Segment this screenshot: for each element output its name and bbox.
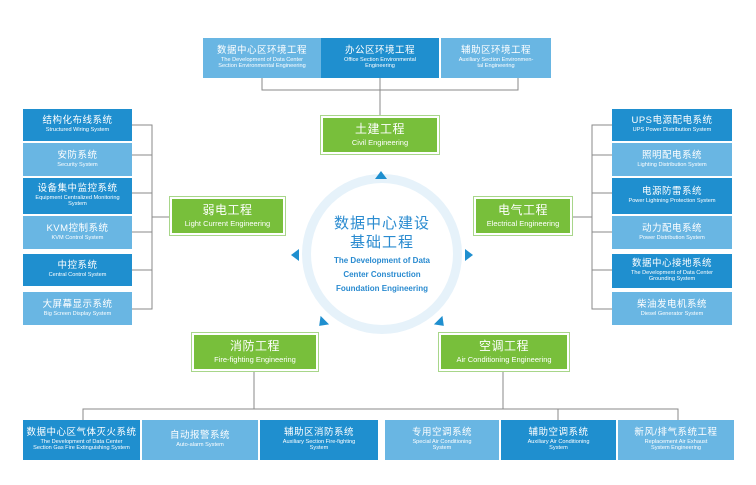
category-fire-en: Fire-fighting Engineering xyxy=(214,354,296,364)
item-en: Power Distribution System xyxy=(639,234,705,241)
item-zh: 中控系统 xyxy=(57,260,98,272)
category-weak-current: 弱电工程 Light Current Engineering xyxy=(170,197,285,235)
category-civil-zh: 土建工程 xyxy=(354,122,405,137)
item-en: Office Section Environmental xyxy=(343,57,417,64)
item-en: Auto-alarm System xyxy=(176,442,224,449)
item-zh: 电源防雷系统 xyxy=(641,186,702,198)
item-en: The Development of Data Center xyxy=(220,57,304,64)
arrow-up-icon xyxy=(375,171,387,179)
item-en: Special Air Conditioning xyxy=(412,439,472,446)
electrical-item-grounding: 数据中心接地系统 The Development of Data Center … xyxy=(612,254,732,288)
arrow-left-icon xyxy=(291,249,299,261)
civil-item-auxiliary-env: 辅助区环境工程 Auxiliary Section Environmen- ta… xyxy=(441,38,551,78)
item-zh: 结构化布线系统 xyxy=(42,115,113,127)
item-en: Section Gas Fire Extinguishing System xyxy=(33,444,130,451)
center-title-en-2: Center Construction xyxy=(343,269,421,279)
item-en: Central Control System xyxy=(48,272,107,279)
item-zh: 柴油发电机系统 xyxy=(636,298,707,310)
electrical-item-diesel-generator: 柴油发电机系统 Diesel Generator System xyxy=(612,292,732,325)
item-en: KVM Control System xyxy=(51,234,104,241)
arrow-right-icon xyxy=(465,249,473,261)
item-zh: 办公区环境工程 xyxy=(344,45,415,57)
item-zh: 照明配电系统 xyxy=(641,149,702,161)
category-fire-zh: 消防工程 xyxy=(229,339,280,354)
item-zh: 专用空调系统 xyxy=(411,427,472,439)
ac-item-auxiliary: 辅助空调系统 Auxiliary Air Conditioning System xyxy=(501,420,616,460)
center-title-en-3: Foundation Engineering xyxy=(336,283,428,293)
civil-item-office-env: 办公区环境工程 Office Section Environmental Eng… xyxy=(321,38,439,78)
ac-item-replacement-air: 新风/排气系统工程 Replacement Air Exhaust System… xyxy=(618,420,734,460)
category-weak-en: Light Current Engineering xyxy=(184,218,271,228)
item-zh: 自动报警系统 xyxy=(169,430,230,442)
item-zh: 辅助区环境工程 xyxy=(460,45,531,57)
item-en: Security System xyxy=(57,161,98,168)
item-en: Replacement Air Exhaust xyxy=(644,439,708,446)
category-ac-en: Air Conditioning Engineering xyxy=(456,354,552,364)
weak-item-big-screen: 大屏幕显示系统 Big Screen Display System xyxy=(23,292,132,325)
category-ac-zh: 空调工程 xyxy=(478,339,529,354)
electrical-item-lightning-protection: 电源防雷系统 Power Lightning Protection System xyxy=(612,178,732,214)
item-en: The Development of Data Center xyxy=(630,270,714,277)
item-en: Power Lightning Protection System xyxy=(628,198,716,205)
item-zh: 辅助区消防系统 xyxy=(283,427,354,439)
item-en: Auxiliary Section Fire-fighting xyxy=(282,439,356,446)
item-en: Lighting Distribution System xyxy=(637,161,707,168)
category-fire: 消防工程 Fire-fighting Engineering xyxy=(192,333,318,371)
item-zh: 辅助空调系统 xyxy=(528,427,589,439)
item-zh: 数据中心接地系统 xyxy=(631,258,712,270)
center-title-zh-1: 数据中心建设 xyxy=(333,214,430,232)
item-zh: 数据中心区气体灭火系统 xyxy=(26,427,137,439)
electrical-item-power-distribution: 动力配电系统 Power Distribution System xyxy=(612,216,732,249)
category-electrical: 电气工程 Electrical Engineering xyxy=(474,197,572,235)
ac-item-special: 专用空调系统 Special Air Conditioning System xyxy=(385,420,499,460)
item-zh: 数据中心区环境工程 xyxy=(216,45,307,57)
item-en: System xyxy=(68,200,87,207)
item-zh: 新风/排气系统工程 xyxy=(634,427,718,439)
item-en: System xyxy=(549,444,568,451)
category-electrical-en: Electrical Engineering xyxy=(486,218,560,228)
item-en: Big Screen Display System xyxy=(43,310,112,317)
item-en: Auxiliary Air Conditioning xyxy=(527,439,590,446)
center-node: 数据中心建设 基础工程 The Development of Data Cent… xyxy=(311,183,453,325)
category-air-conditioning: 空调工程 Air Conditioning Engineering xyxy=(439,333,569,371)
weak-item-structured-wiring: 结构化布线系统 Structured Wiring System xyxy=(23,109,132,141)
item-en: UPS Power Distribution System xyxy=(632,127,712,134)
civil-item-data-center-env: 数据中心区环境工程 The Development of Data Center… xyxy=(203,38,321,78)
weak-item-kvm: KVM控制系统 KVM Control System xyxy=(23,216,132,249)
item-en: System xyxy=(309,444,329,451)
fire-item-auxiliary-fire: 辅助区消防系统 Auxiliary Section Fire-fighting … xyxy=(260,420,378,460)
center-title-en-1: The Development of Data xyxy=(333,256,430,266)
category-weak-zh: 弱电工程 xyxy=(202,203,253,218)
item-en: Section Environmental Engineering xyxy=(218,62,306,69)
weak-item-security: 安防系统 Security System xyxy=(23,143,132,176)
item-zh: 动力配电系统 xyxy=(641,222,702,234)
item-en: Equipment Centralized Monitoring xyxy=(35,195,120,202)
item-zh: KVM控制系统 xyxy=(46,222,109,234)
category-electrical-zh: 电气工程 xyxy=(497,203,548,218)
item-zh: UPS电源配电系统 xyxy=(631,115,713,127)
item-en: System Engineering xyxy=(650,444,702,451)
center-title-zh-2: 基础工程 xyxy=(349,233,414,251)
electrical-item-lighting: 照明配电系统 Lighting Distribution System xyxy=(612,143,732,176)
item-zh: 设备集中监控系统 xyxy=(37,183,118,195)
weak-item-central-control: 中控系统 Central Control System xyxy=(23,254,132,286)
item-en: Grounding System xyxy=(648,275,696,282)
item-en: System xyxy=(432,444,452,451)
item-en: Engineering xyxy=(365,62,395,69)
item-zh: 安防系统 xyxy=(57,149,98,161)
weak-item-equipment-monitoring: 设备集中监控系统 Equipment Centralized Monitorin… xyxy=(23,178,132,214)
electrical-item-ups: UPS电源配电系统 UPS Power Distribution System xyxy=(612,109,732,141)
fire-item-auto-alarm: 自动报警系统 Auto-alarm System xyxy=(142,420,258,460)
item-en: Diesel Generator System xyxy=(640,310,704,317)
category-civil: 土建工程 Civil Engineering xyxy=(321,116,439,154)
item-en: Auxiliary Section Environmen- xyxy=(458,57,534,64)
item-zh: 大屏幕显示系统 xyxy=(42,298,113,310)
item-en: tal Engineering xyxy=(477,62,515,69)
item-en: Structured Wiring System xyxy=(45,127,110,134)
fire-item-gas-extinguishing: 数据中心区气体灭火系统 The Development of Data Cent… xyxy=(23,420,140,460)
item-en: The Development of Data Center xyxy=(40,439,123,446)
category-civil-en: Civil Engineering xyxy=(351,137,409,147)
